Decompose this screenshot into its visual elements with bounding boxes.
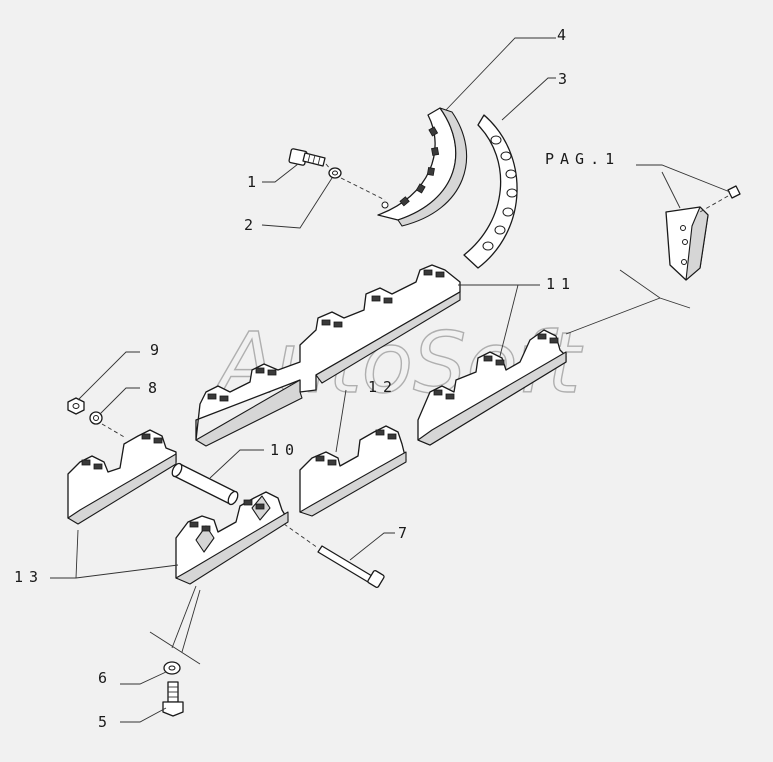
assembly-line-8-9 <box>101 423 127 439</box>
label-13: 13 <box>14 568 44 586</box>
part-5-bolt <box>162 681 184 717</box>
pag1-reference-bracket <box>665 185 741 281</box>
label-3: 3 <box>558 70 573 88</box>
part-13-upper-block <box>67 429 177 525</box>
label-12: 12 <box>368 378 398 396</box>
part-12-middle-block <box>299 425 407 517</box>
label-10: 10 <box>270 441 300 459</box>
part-10-pin <box>171 462 239 506</box>
part-6-washer <box>163 661 181 675</box>
part-8-washer <box>89 411 103 425</box>
part-2-washer-hole <box>332 170 338 176</box>
label-pag-1: PAG.1 <box>545 150 620 168</box>
leader-lines <box>50 37 731 723</box>
label-7: 7 <box>398 524 413 542</box>
label-5: 5 <box>98 713 113 731</box>
part-1-bolt <box>288 148 326 167</box>
part-11-right-block <box>417 329 567 446</box>
part-4-curved-shield <box>377 107 467 227</box>
part-3-perforated-strip <box>463 114 518 269</box>
assembly-line-1-2 <box>325 163 386 201</box>
label-8: 8 <box>148 379 163 397</box>
label-9: 9 <box>150 341 165 359</box>
label-4: 4 <box>557 26 572 44</box>
part-7-long-bolt <box>283 523 385 588</box>
label-2: 2 <box>244 216 259 234</box>
part-9-nut <box>67 397 85 415</box>
label-1: 1 <box>247 173 262 191</box>
part-11-upper-rail <box>195 264 461 447</box>
label-11: 11 <box>546 275 576 293</box>
label-6: 6 <box>98 669 113 687</box>
part-13-lower-block <box>175 491 289 585</box>
